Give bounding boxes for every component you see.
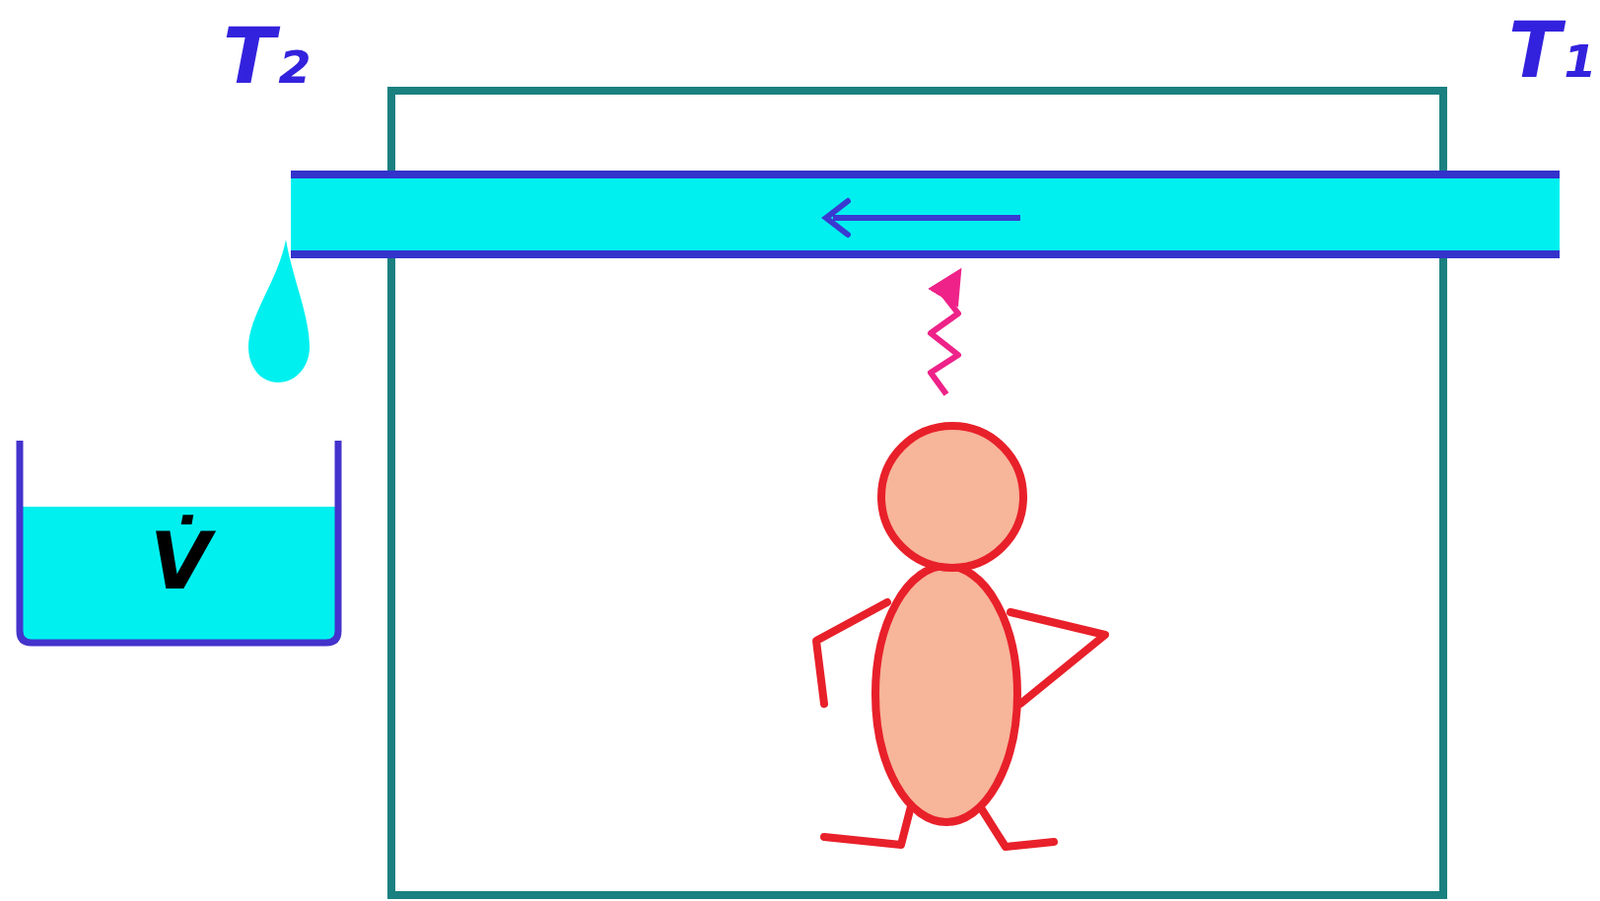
water-drop bbox=[248, 239, 310, 383]
flow-rate-label: V̇ bbox=[149, 522, 211, 602]
pipe-wall bbox=[290, 250, 1560, 259]
flow-arrow bbox=[833, 214, 1021, 221]
beaker bbox=[19, 440, 339, 643]
pipe-wall bbox=[290, 170, 1560, 179]
heat-arrow bbox=[930, 282, 959, 395]
person bbox=[816, 425, 1106, 847]
temperature-label: T₁ bbox=[1508, 11, 1595, 89]
beaker-water bbox=[19, 506, 339, 641]
temperature-label: T₂ bbox=[222, 17, 309, 95]
pipe-water bbox=[290, 175, 1560, 254]
flow-arrow-head bbox=[826, 201, 848, 235]
